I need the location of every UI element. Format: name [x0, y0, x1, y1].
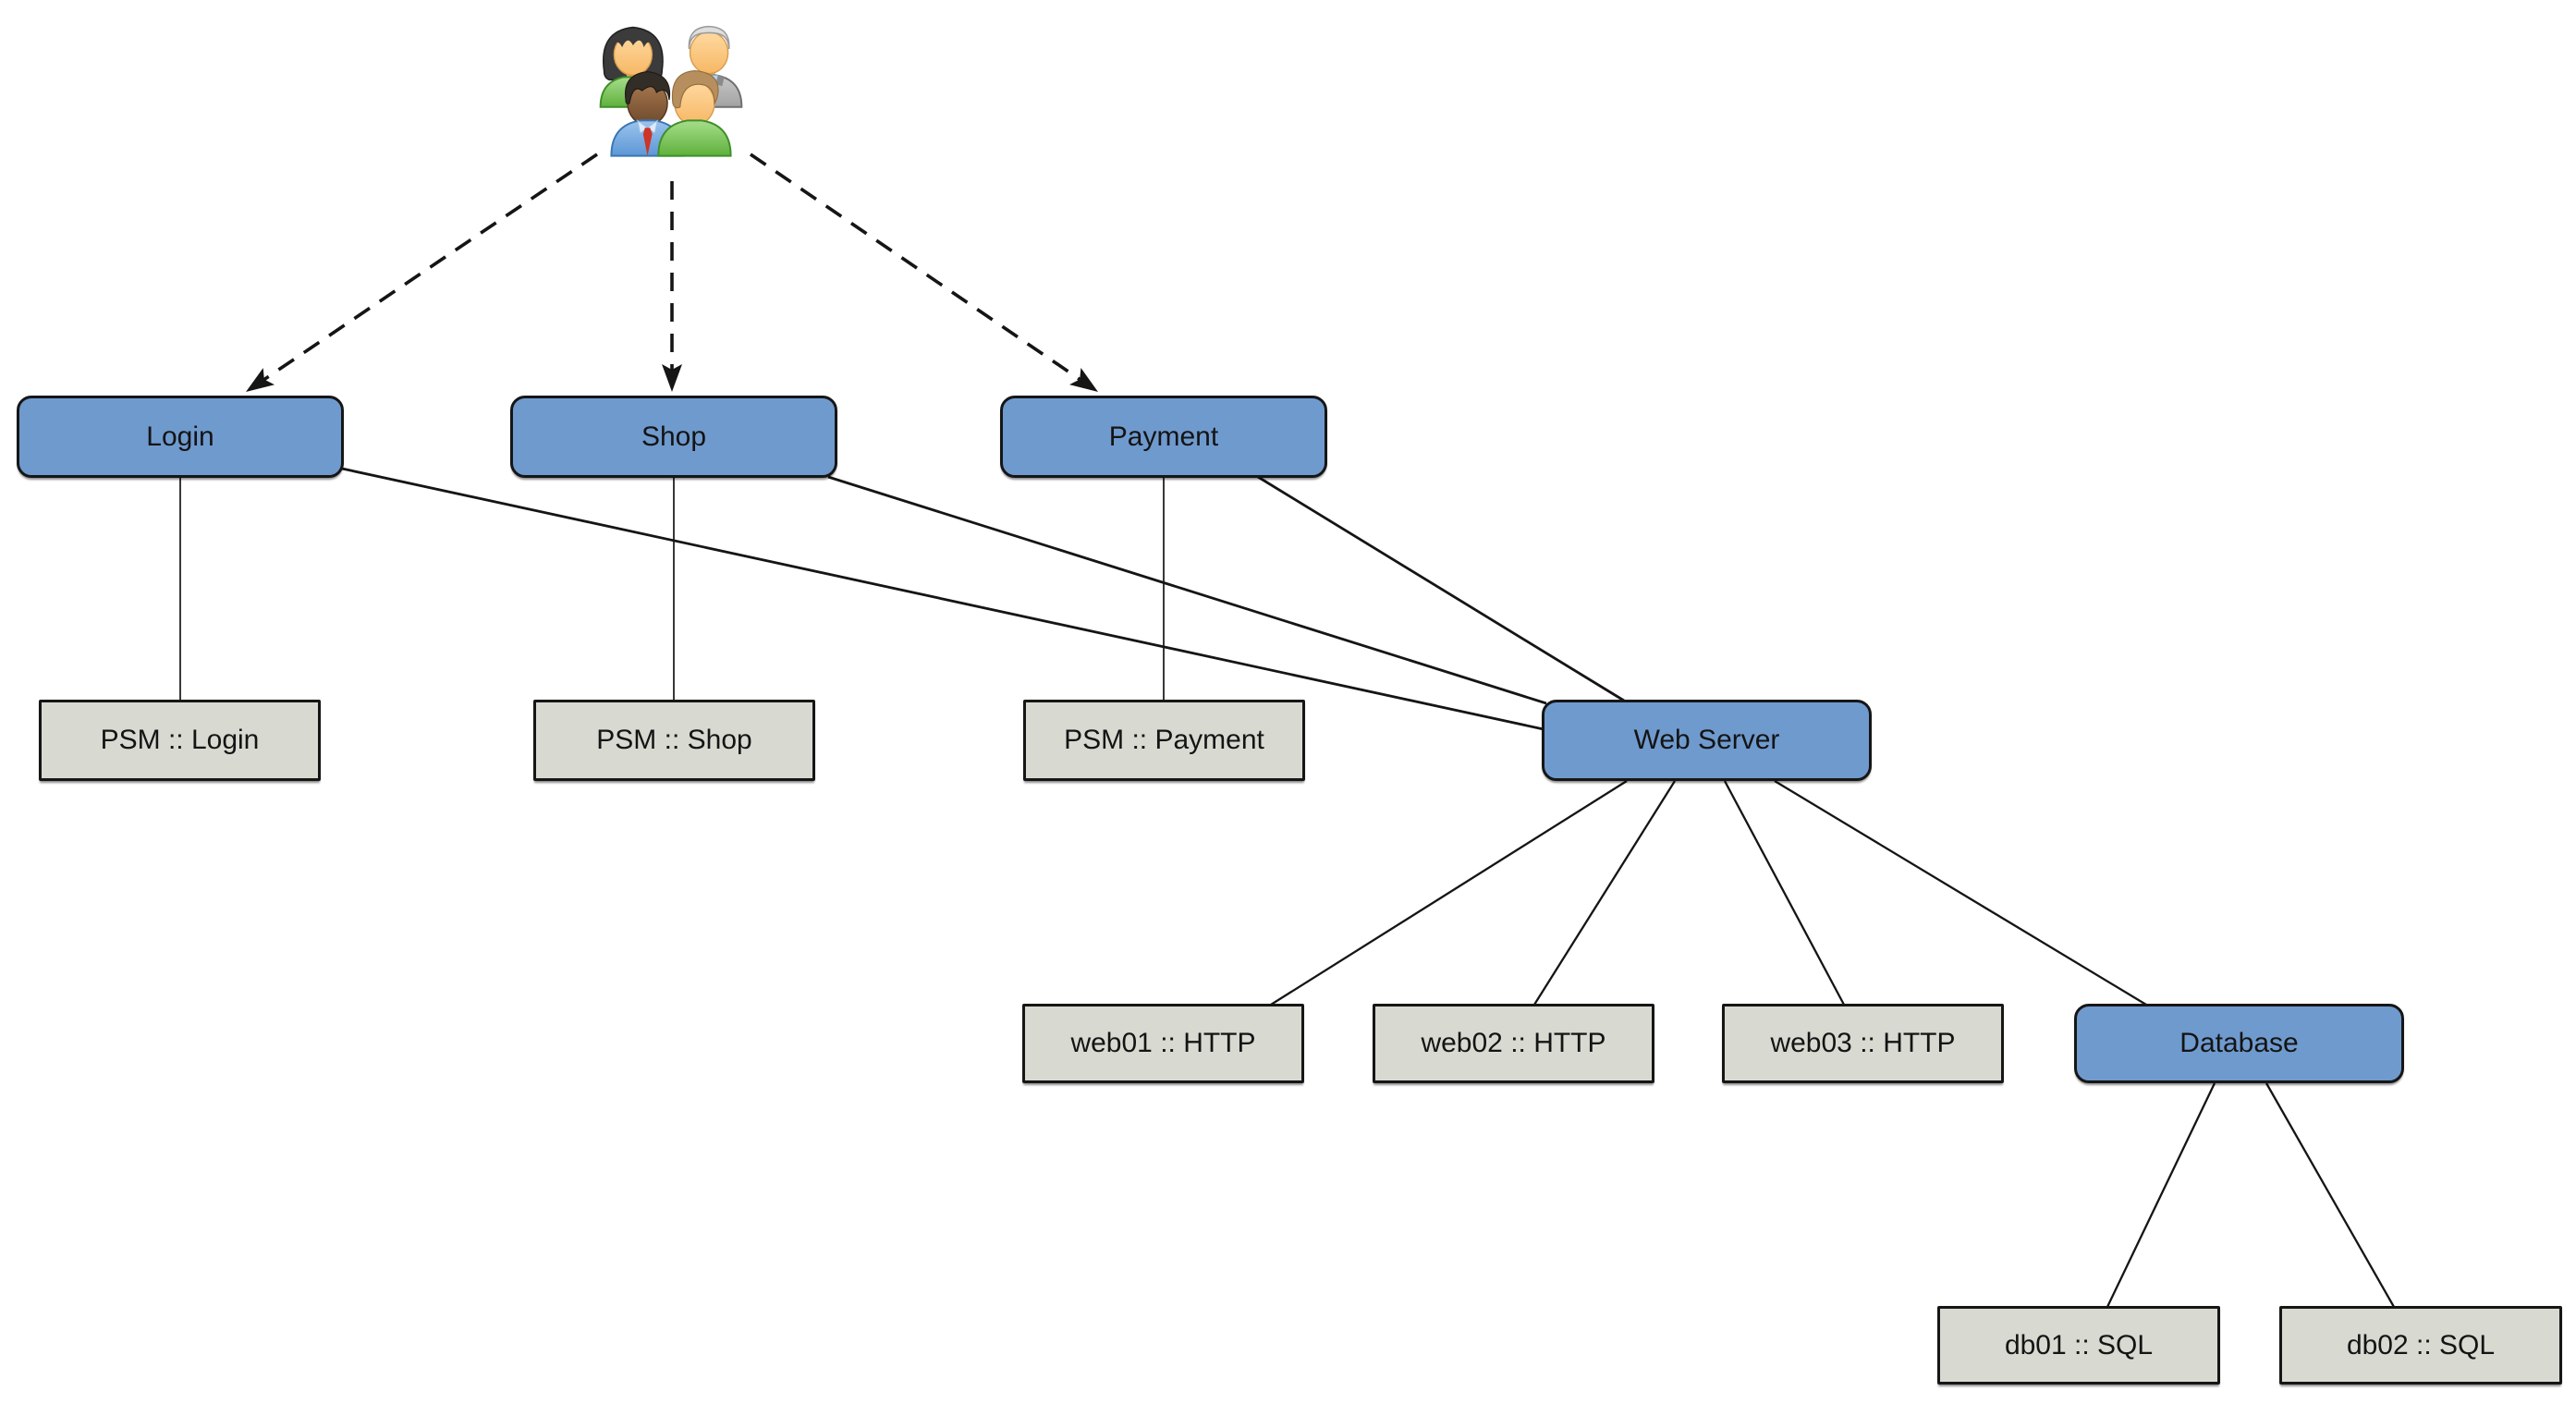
node-web01[interactable]: web01 :: HTTP: [1022, 1004, 1304, 1083]
node-shop[interactable]: Shop: [510, 396, 837, 478]
node-db02[interactable]: db02 :: SQL: [2279, 1306, 2562, 1385]
node-payment-label: Payment: [1108, 421, 1219, 452]
node-db01[interactable]: db01 :: SQL: [1937, 1306, 2220, 1385]
node-webserver[interactable]: Web Server: [1542, 700, 1872, 781]
node-db01-label: db01 :: SQL: [2004, 1329, 2154, 1360]
edge-users-payment: [749, 152, 1081, 381]
edge-webserver-database: [1774, 780, 2147, 1006]
node-psm-payment[interactable]: PSM :: Payment: [1023, 700, 1305, 781]
arrowhead-users-shop: [662, 364, 682, 392]
node-psm-payment-label: PSM :: Payment: [1064, 725, 1264, 755]
edge-database-db01: [2106, 1082, 2216, 1308]
node-database[interactable]: Database: [2074, 1004, 2404, 1083]
node-psm-shop[interactable]: PSM :: Shop: [533, 700, 815, 781]
node-web02-label: web02 :: HTTP: [1421, 1028, 1606, 1058]
node-web03[interactable]: web03 :: HTTP: [1722, 1004, 2004, 1083]
edge-webserver-web02: [1533, 780, 1676, 1006]
node-login-label: Login: [146, 421, 214, 452]
person-icon: [657, 69, 732, 157]
edge-users-login: [262, 152, 599, 382]
node-db02-label: db02 :: SQL: [2346, 1329, 2496, 1360]
node-psm-login[interactable]: PSM :: Login: [39, 700, 321, 781]
node-payment[interactable]: Payment: [1000, 396, 1327, 478]
edge-database-db02: [2265, 1082, 2395, 1308]
arrowhead-users-payment: [1069, 367, 1098, 392]
edge-shop-webserver: [827, 475, 1547, 705]
node-database-label: Database: [2179, 1028, 2299, 1058]
users-group-icon: [599, 25, 743, 157]
node-login[interactable]: Login: [17, 396, 344, 478]
node-web02[interactable]: web02 :: HTTP: [1373, 1004, 1654, 1083]
node-psm-login-label: PSM :: Login: [100, 725, 260, 755]
node-webserver-label: Web Server: [1633, 725, 1780, 755]
node-web01-label: web01 :: HTTP: [1070, 1028, 1256, 1058]
edge-webserver-web03: [1723, 780, 1846, 1006]
node-psm-shop-label: PSM :: Shop: [596, 725, 752, 755]
edge-payment-webserver: [1257, 475, 1625, 702]
node-shop-label: Shop: [641, 421, 707, 452]
node-web03-label: web03 :: HTTP: [1770, 1028, 1956, 1058]
arrowhead-users-login: [246, 368, 275, 392]
edge-webserver-web01: [1270, 780, 1628, 1006]
edge-login-webserver: [341, 467, 1544, 731]
